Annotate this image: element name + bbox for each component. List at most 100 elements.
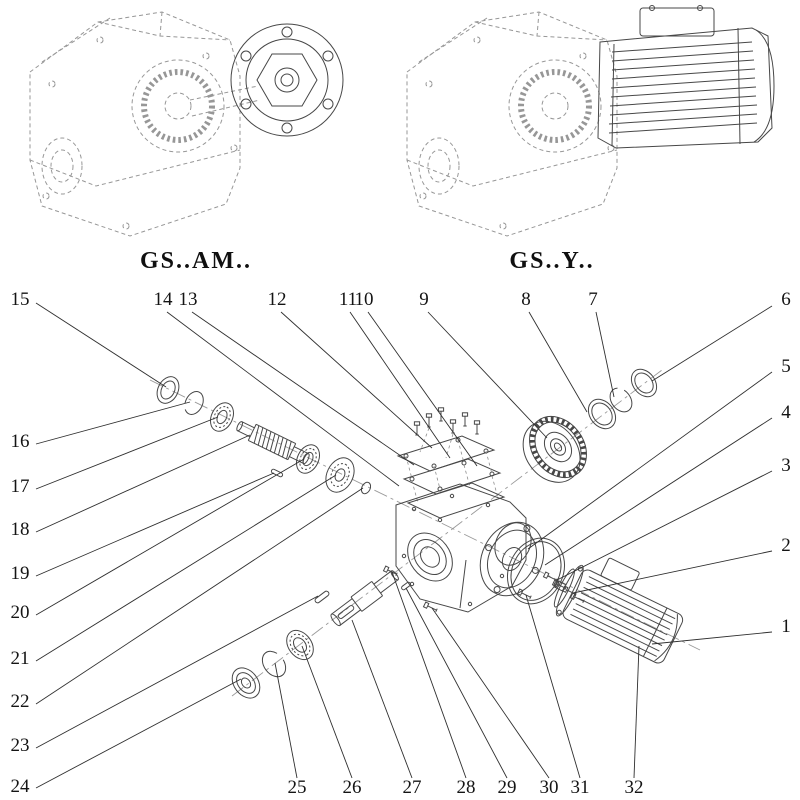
part-5-motor-flange: [479, 521, 545, 597]
variant-label-gsy: GS..Y..: [509, 248, 594, 274]
part-17-input-bearing: [209, 402, 235, 432]
part-9-output-gear: [529, 416, 587, 478]
part-number-18: 18: [11, 519, 30, 540]
part-number-30: 30: [540, 777, 559, 798]
leader-line-14: [166, 311, 400, 487]
part-number-28: 28: [457, 777, 476, 798]
leader-line-1: [651, 631, 773, 645]
part-number-19: 19: [11, 563, 30, 584]
part-number-5: 5: [781, 356, 791, 377]
part-4-flange-gasket: [507, 537, 565, 605]
part-number-10: 10: [355, 289, 374, 310]
part-21-shim-disc: [325, 457, 355, 493]
part-9-gear-back-face: [522, 420, 581, 483]
part-22-small-ring: [360, 481, 372, 495]
leader-line-26: [301, 645, 353, 779]
leader-line-10: [367, 311, 478, 467]
gsam-output-flange-drawing: [230, 23, 344, 137]
gsam-assembly-drawing: [29, 11, 344, 237]
leader-line-4: [544, 417, 773, 566]
part-number-23: 23: [11, 735, 30, 756]
part-16-retaining-ring: [184, 391, 204, 415]
part-27-output-shaft: [330, 570, 399, 627]
leader-line-22: [35, 487, 364, 705]
part-13-cover-plate: [396, 435, 496, 472]
part-14-cover-gasket: [402, 458, 502, 495]
part-15-input-seal: [156, 376, 180, 404]
leader-line-31: [525, 594, 581, 779]
part-number-8: 8: [521, 289, 531, 310]
input-axis-centerline: [149, 379, 701, 651]
gsy-gearbox-housing-outline: [406, 11, 618, 237]
part-8-spacer-ring: [587, 398, 617, 430]
part-number-24: 24: [11, 776, 31, 797]
part-6-retaining-ring: [630, 368, 658, 398]
part-number-16: 16: [11, 431, 30, 452]
part-number-14: 14: [154, 289, 174, 310]
part-25-output-circlip: [261, 650, 287, 678]
leader-line-20: [35, 458, 305, 616]
leader-line-16: [35, 401, 191, 445]
part-number-11: 11: [339, 289, 357, 310]
leader-line-28: [391, 571, 467, 779]
part-12-cover-screws: [413, 407, 481, 436]
leader-line-23: [35, 595, 319, 749]
leader-line-30: [431, 607, 550, 779]
output-axis-centerline: [231, 369, 663, 697]
part-number-15: 15: [11, 289, 30, 310]
leader-line-11: [349, 311, 451, 459]
part-number-6: 6: [781, 289, 791, 310]
part-number-21: 21: [11, 648, 30, 669]
leader-line-17: [35, 416, 219, 490]
leader-line-15: [35, 302, 167, 388]
leader-line-27: [351, 619, 413, 779]
leader-line-19: [35, 472, 275, 577]
part-number-29: 29: [498, 777, 517, 798]
part-1-motor-drawing: [553, 557, 684, 664]
leader-line-5: [527, 371, 773, 550]
leader-line-12: [280, 311, 433, 449]
leader-line-24: [35, 678, 242, 789]
leader-line-6: [651, 305, 773, 382]
leader-line-9: [427, 311, 548, 439]
part-7-circlip: [609, 387, 633, 413]
part-number-4: 4: [781, 402, 791, 423]
part-number-26: 26: [343, 777, 362, 798]
leader-line-25: [274, 662, 298, 779]
part-26-output-bearing: [286, 629, 314, 661]
part-number-1: 1: [781, 616, 791, 637]
part-number-2: 2: [781, 535, 791, 556]
gsy-motor-drawing: [597, 5, 775, 149]
leader-line-29: [405, 587, 508, 779]
part-number-7: 7: [588, 289, 598, 310]
part-24-output-seal: [231, 667, 261, 699]
leader-line-21: [35, 474, 337, 662]
leader-line-8: [528, 311, 588, 413]
part-number-9: 9: [419, 289, 429, 310]
leader-line-18: [35, 434, 251, 533]
part-number-27: 27: [403, 777, 422, 798]
leader-line-3: [556, 470, 773, 581]
part-number-25: 25: [288, 777, 307, 798]
leader-line-7: [595, 311, 615, 398]
part-number-13: 13: [179, 289, 198, 310]
part-29-key: [401, 581, 411, 591]
part-number-12: 12: [268, 289, 287, 310]
gsy-assembly-drawing: [406, 5, 775, 237]
part-31-screw: [516, 588, 533, 601]
part-number-32: 32: [625, 777, 644, 798]
gsam-gearbox-housing-outline: [29, 11, 261, 237]
part-23-shaft-key: [314, 590, 330, 604]
part-number-31: 31: [571, 777, 590, 798]
part-number-22: 22: [11, 691, 30, 712]
part-number-20: 20: [11, 602, 30, 623]
leader-line-2: [572, 550, 773, 594]
part-number-17: 17: [11, 476, 30, 497]
leader-line-32: [633, 645, 640, 779]
part-20-input-bearing-rear: [295, 444, 321, 474]
variant-label-gsam: GS..AM..: [140, 248, 252, 274]
part-19-dowel-pin: [270, 468, 284, 478]
